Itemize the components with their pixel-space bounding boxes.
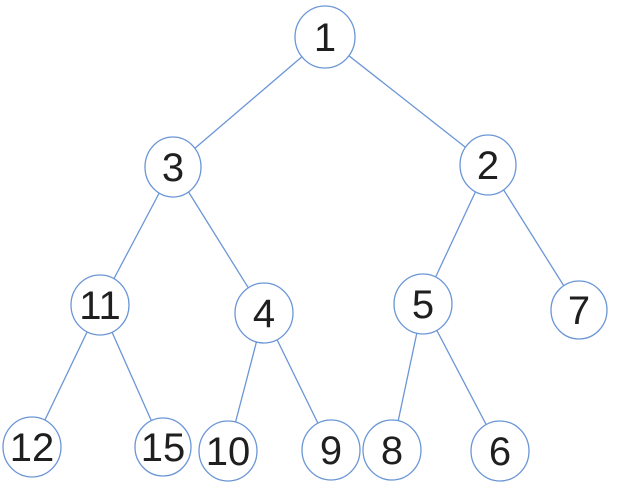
tree-node-label-15: 15: [141, 426, 186, 470]
tree-node-5[interactable]: 5: [393, 273, 453, 335]
tree-node-label-8: 8: [381, 429, 403, 473]
tree-edge-1-2: [324, 36, 489, 166]
tree-node-10[interactable]: 10: [198, 420, 258, 482]
tree-node-circle-11[interactable]: [70, 274, 130, 336]
tree-node-circle-5[interactable]: [393, 273, 453, 335]
tree-node-circle-2[interactable]: [459, 134, 517, 196]
tree-node-8[interactable]: 8: [362, 419, 422, 481]
tree-node-label-3: 3: [162, 146, 184, 190]
tree-node-label-10: 10: [206, 430, 251, 474]
tree-node-3[interactable]: 3: [144, 136, 202, 198]
tree-node-11[interactable]: 11: [70, 274, 130, 336]
tree-node-7[interactable]: 7: [550, 280, 608, 340]
tree-node-circle-4[interactable]: [234, 282, 294, 344]
tree-node-label-1: 1: [314, 16, 336, 60]
tree-node-circle-10[interactable]: [198, 420, 258, 482]
tree-node-label-9: 9: [320, 429, 342, 473]
tree-edges-layer: [31, 36, 580, 452]
tree-node-circle-12[interactable]: [2, 416, 62, 478]
tree-node-1[interactable]: 1: [294, 5, 356, 69]
tree-node-4[interactable]: 4: [234, 282, 294, 344]
tree-node-9[interactable]: 9: [301, 419, 361, 481]
tree-node-circle-7[interactable]: [550, 280, 608, 340]
tree-node-12[interactable]: 12: [2, 416, 62, 478]
tree-node-6[interactable]: 6: [470, 420, 530, 482]
tree-node-circle-8[interactable]: [362, 419, 422, 481]
tree-node-15[interactable]: 15: [134, 417, 192, 477]
tree-node-circle-15[interactable]: [134, 417, 192, 477]
tree-node-label-11: 11: [79, 284, 121, 328]
tree-node-label-5: 5: [412, 283, 434, 327]
tree-node-label-4: 4: [253, 292, 275, 336]
tree-node-circle-3[interactable]: [144, 136, 202, 198]
tree-node-label-6: 6: [489, 430, 511, 474]
tree-node-circle-6[interactable]: [470, 420, 530, 482]
tree-node-label-12: 12: [10, 426, 55, 470]
tree-node-circle-1[interactable]: [294, 5, 356, 69]
tree-edge-1-3: [172, 36, 326, 168]
tree-node-label-7: 7: [568, 289, 590, 333]
tree-node-label-2: 2: [477, 144, 499, 188]
tree-node-2[interactable]: 2: [459, 134, 517, 196]
tree-node-circle-9[interactable]: [301, 419, 361, 481]
